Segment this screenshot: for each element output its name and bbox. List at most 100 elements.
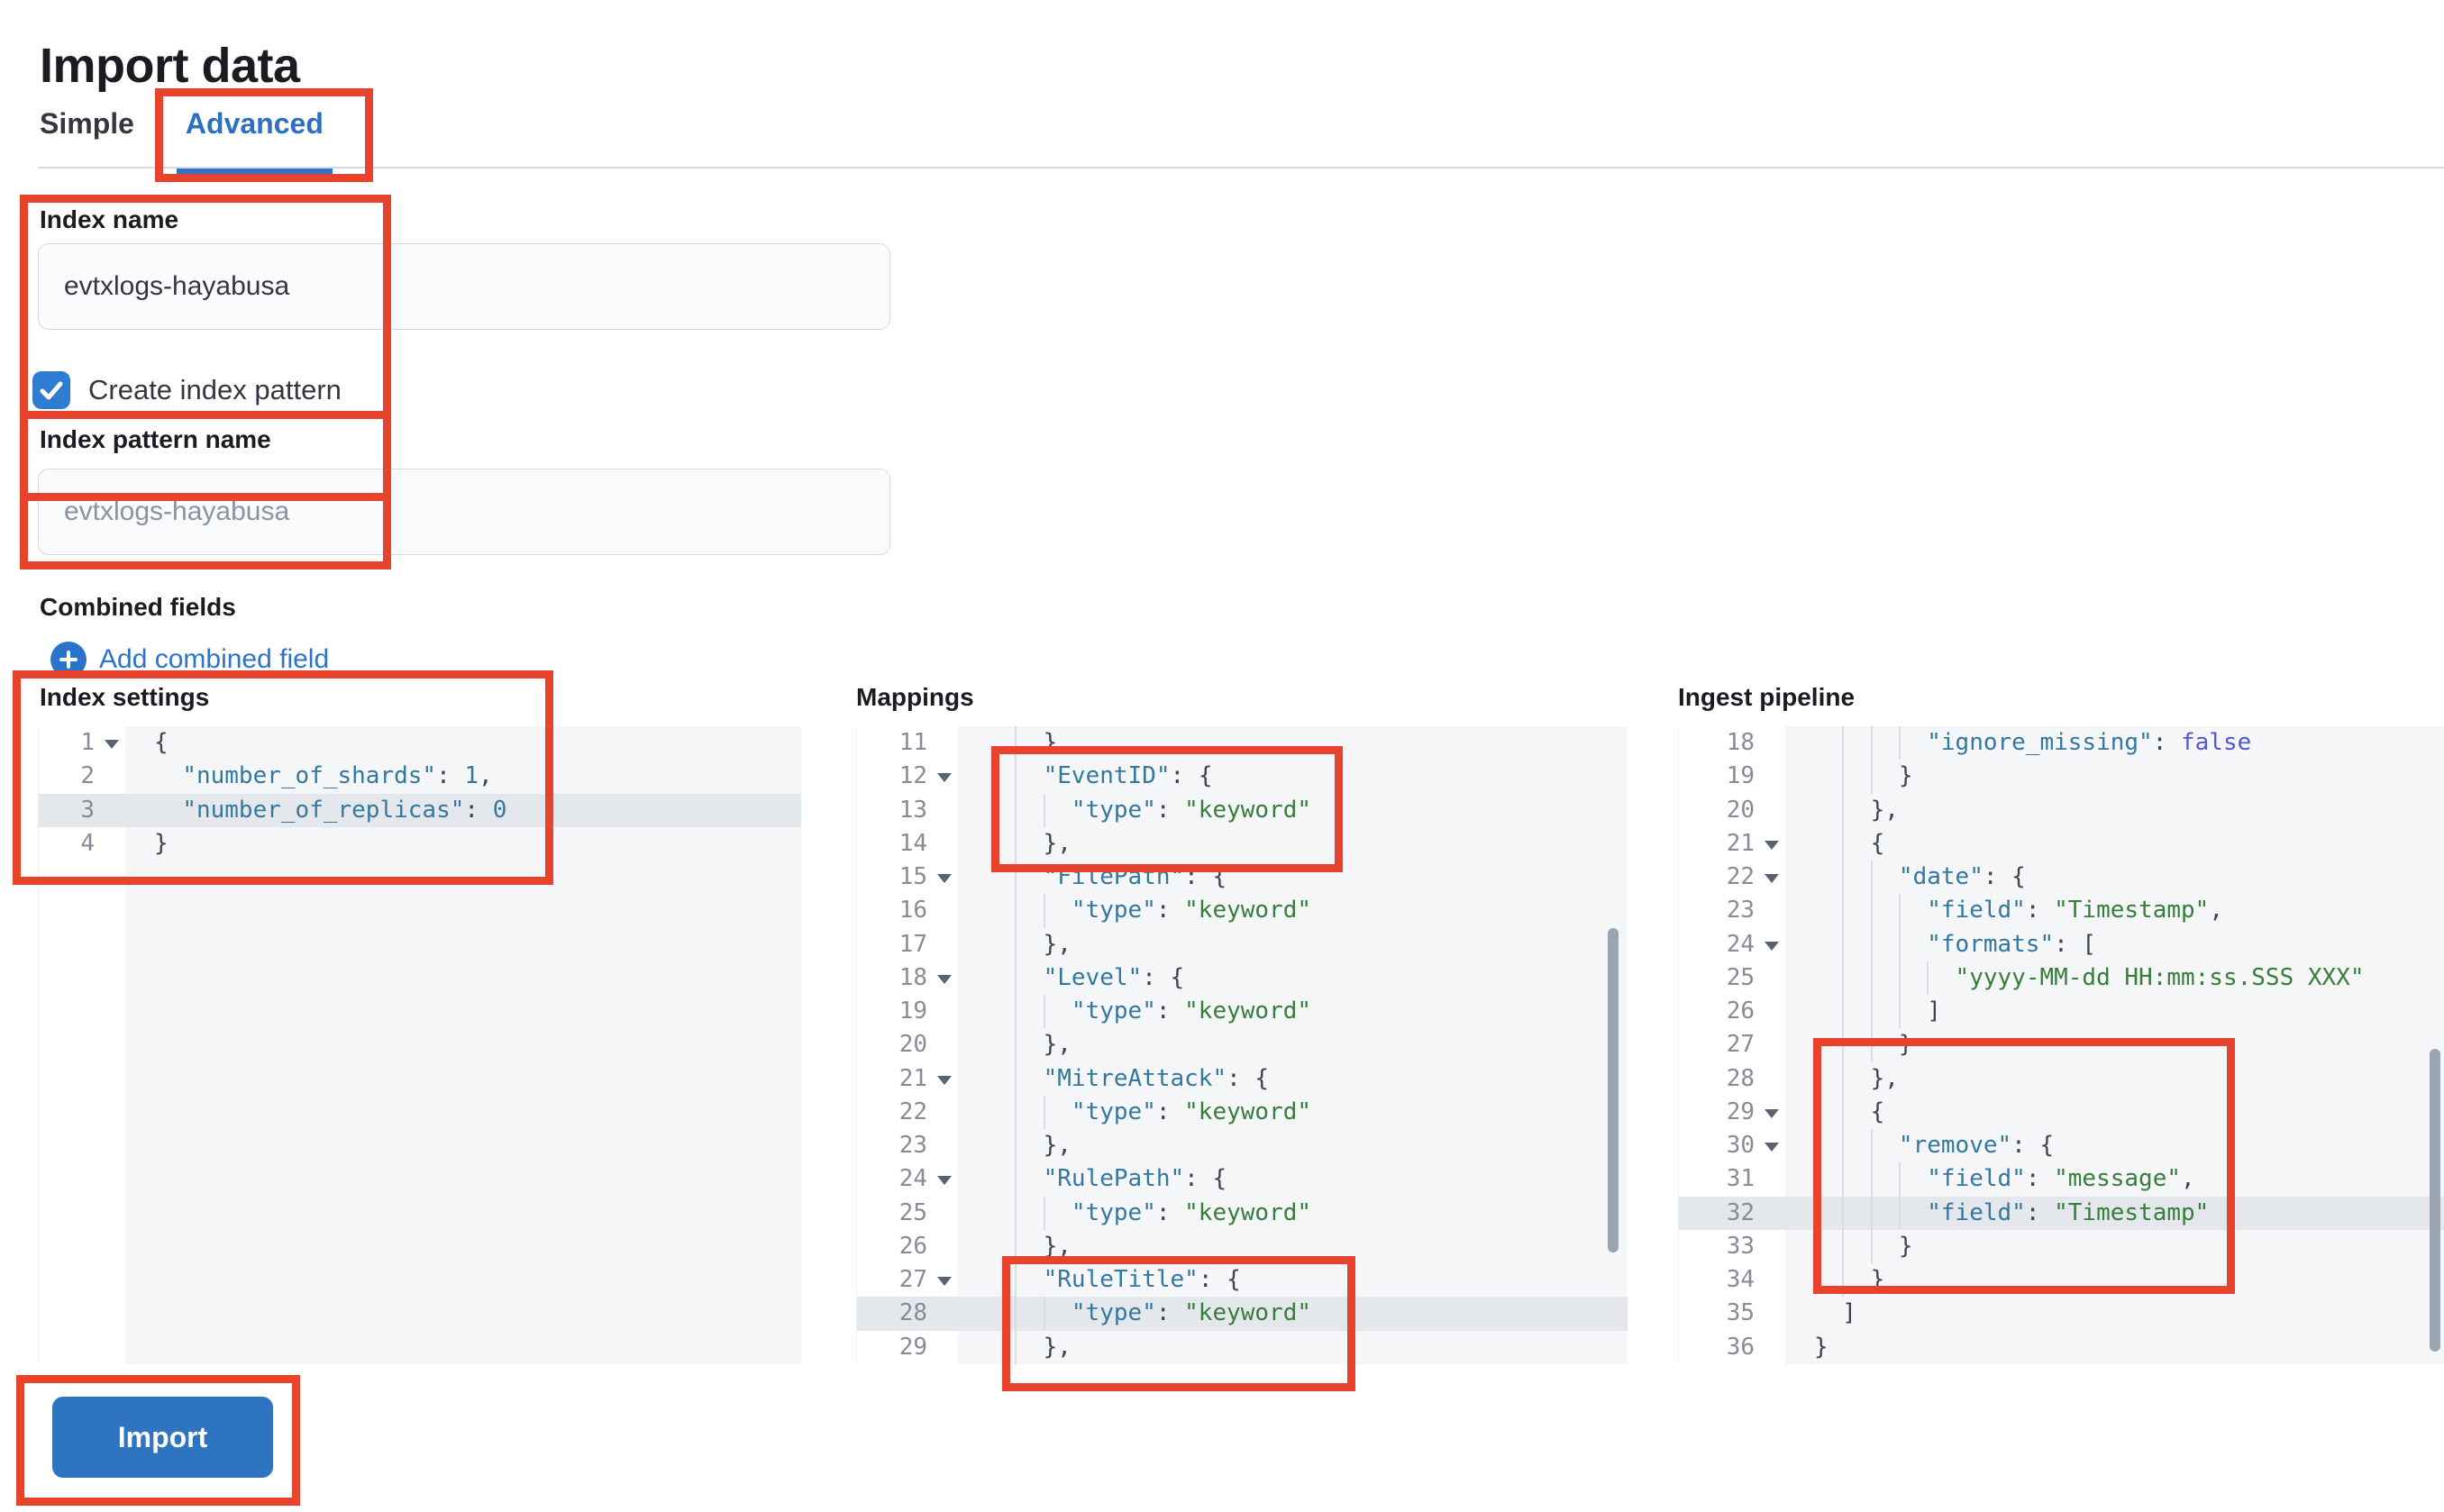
line-number: 25 bbox=[1726, 963, 1755, 991]
import-button[interactable]: Import bbox=[52, 1397, 273, 1478]
indent-guide bbox=[1015, 793, 1017, 827]
indent-guide bbox=[1842, 995, 1845, 1029]
code-line[interactable]: 14 }, bbox=[857, 826, 1628, 861]
fold-arrow-icon[interactable] bbox=[937, 1277, 952, 1286]
code-line[interactable]: 13 "type": "keyword" bbox=[857, 793, 1628, 827]
code-line[interactable]: 20 }, bbox=[857, 1028, 1628, 1062]
code-line[interactable]: 11 }, bbox=[857, 726, 1628, 761]
code-text: }, bbox=[958, 726, 1628, 761]
mappings-scrollbar[interactable] bbox=[1608, 928, 1619, 1252]
indent-guide bbox=[1898, 726, 1901, 761]
code-line[interactable]: 24 "formats": [ bbox=[1679, 927, 2444, 961]
code-line[interactable]: 1{ bbox=[39, 726, 801, 760]
code-line[interactable]: 29 { bbox=[1679, 1095, 2444, 1129]
code-line[interactable]: 17 }, bbox=[857, 927, 1628, 961]
indent-guide bbox=[1898, 1196, 1901, 1230]
code-line[interactable]: 25 "type": "keyword" bbox=[857, 1196, 1628, 1230]
fold-arrow-icon[interactable] bbox=[937, 1176, 952, 1186]
code-line[interactable]: 29 }, bbox=[857, 1330, 1628, 1364]
code-line[interactable]: 18 "Level": { bbox=[857, 961, 1628, 995]
code-line[interactable]: 27 } bbox=[1679, 1028, 2444, 1062]
mappings-editor[interactable]: 11 },12 "EventID": {13 "type": "keyword"… bbox=[856, 726, 1628, 1364]
code-line[interactable]: 3 "number_of_replicas": 0 bbox=[39, 793, 801, 827]
fold-arrow-icon[interactable] bbox=[937, 1075, 952, 1085]
code-line[interactable]: 2 "number_of_shards": 1, bbox=[39, 760, 801, 793]
code-line[interactable]: 32 "field": "Timestamp" bbox=[1679, 1196, 2444, 1230]
code-line[interactable]: 22 "date": { bbox=[1679, 861, 2444, 895]
indent-guide bbox=[1015, 1095, 1017, 1129]
code-line[interactable]: 34 } bbox=[1679, 1263, 2444, 1298]
indent-guide bbox=[1015, 760, 1017, 794]
code-text: { bbox=[1785, 1095, 2444, 1129]
line-number: 26 bbox=[1726, 997, 1755, 1025]
index-settings-editor[interactable]: 1{2 "number_of_shards": 1,3 "number_of_r… bbox=[38, 726, 801, 1364]
indent-guide bbox=[1842, 760, 1845, 794]
fold-arrow-icon[interactable] bbox=[1765, 1143, 1779, 1152]
line-number: 13 bbox=[898, 796, 927, 824]
line-number: 18 bbox=[857, 961, 958, 995]
code-text: "date": { bbox=[1785, 861, 2444, 895]
code-line[interactable]: 36} bbox=[1679, 1331, 2444, 1364]
index-name-input[interactable] bbox=[38, 243, 890, 330]
code-line[interactable]: 31 "field": "message", bbox=[1679, 1162, 2444, 1197]
indent-guide bbox=[1015, 726, 1017, 761]
tab-simple[interactable]: Simple bbox=[40, 107, 134, 140]
code-line[interactable]: 28 "type": "keyword" bbox=[857, 1297, 1628, 1331]
code-line[interactable]: 23 }, bbox=[857, 1129, 1628, 1163]
fold-arrow-icon[interactable] bbox=[1765, 840, 1779, 850]
mappings-label: Mappings bbox=[856, 683, 974, 711]
code-line[interactable]: 26 ] bbox=[1679, 995, 2444, 1029]
code-line[interactable]: 18 "ignore_missing": false bbox=[1679, 726, 2444, 761]
fold-arrow-icon[interactable] bbox=[937, 874, 952, 883]
indent-guide bbox=[1043, 894, 1045, 928]
line-number: 30 bbox=[1679, 1129, 1785, 1162]
fold-arrow-icon[interactable] bbox=[105, 740, 119, 749]
index-pattern-name-input[interactable] bbox=[38, 469, 890, 555]
code-text: "MitreAttack": { bbox=[958, 1061, 1628, 1096]
code-line[interactable]: 20 }, bbox=[1679, 793, 2444, 827]
create-index-pattern-checkbox[interactable] bbox=[32, 371, 70, 409]
fold-arrow-icon[interactable] bbox=[1765, 874, 1779, 883]
code-line[interactable]: 23 "field": "Timestamp", bbox=[1679, 894, 2444, 928]
code-line[interactable]: 30 "remove": { bbox=[1679, 1129, 2444, 1163]
indent-guide bbox=[1842, 961, 1845, 995]
indent-guide bbox=[1015, 995, 1017, 1029]
code-line[interactable]: 22 "type": "keyword" bbox=[857, 1095, 1628, 1129]
code-line[interactable]: 19 "type": "keyword" bbox=[857, 995, 1628, 1029]
code-text: "type": "keyword" bbox=[958, 894, 1628, 928]
code-line[interactable]: 4} bbox=[39, 827, 801, 861]
ingest-pipeline-scrollbar[interactable] bbox=[2430, 1049, 2440, 1352]
code-line[interactable]: 33 } bbox=[1679, 1229, 2444, 1263]
line-number: 1 bbox=[39, 726, 125, 760]
line-number: 32 bbox=[1726, 1198, 1755, 1226]
fold-arrow-icon[interactable] bbox=[937, 974, 952, 984]
fold-arrow-icon[interactable] bbox=[1765, 941, 1779, 951]
code-line[interactable]: 16 "type": "keyword" bbox=[857, 894, 1628, 928]
indent-guide bbox=[1842, 894, 1845, 928]
code-text: "EventID": { bbox=[958, 760, 1628, 794]
code-line[interactable]: 21 { bbox=[1679, 826, 2444, 861]
add-combined-field-button[interactable]: Add combined field bbox=[50, 642, 329, 678]
tab-advanced[interactable]: Advanced bbox=[176, 101, 333, 174]
code-line[interactable]: 27 "RuleTitle": { bbox=[857, 1263, 1628, 1298]
indent-guide bbox=[1842, 1162, 1845, 1197]
code-line[interactable]: 21 "MitreAttack": { bbox=[857, 1061, 1628, 1096]
code-line[interactable]: 19 } bbox=[1679, 760, 2444, 794]
code-line[interactable]: 15 "FilePath": { bbox=[857, 861, 1628, 895]
code-text: "field": "Timestamp", bbox=[1785, 894, 2444, 928]
code-line[interactable]: 26 }, bbox=[857, 1229, 1628, 1263]
code-line[interactable]: 12 "EventID": { bbox=[857, 760, 1628, 794]
code-text: } bbox=[1785, 760, 2444, 794]
code-line[interactable]: 24 "RulePath": { bbox=[857, 1162, 1628, 1197]
indent-guide bbox=[1870, 861, 1873, 895]
code-line[interactable]: 25 "yyyy-MM-dd HH:mm:ss.SSS XXX" bbox=[1679, 961, 2444, 995]
line-number: 33 bbox=[1726, 1232, 1755, 1260]
code-line[interactable]: 35 ] bbox=[1679, 1297, 2444, 1330]
line-number: 19 bbox=[898, 997, 927, 1025]
indent-guide bbox=[1870, 927, 1873, 961]
fold-arrow-icon[interactable] bbox=[1765, 1108, 1779, 1118]
fold-arrow-icon[interactable] bbox=[937, 773, 952, 783]
code-line[interactable]: 28 }, bbox=[1679, 1061, 2444, 1096]
line-number: 27 bbox=[1726, 1031, 1755, 1059]
